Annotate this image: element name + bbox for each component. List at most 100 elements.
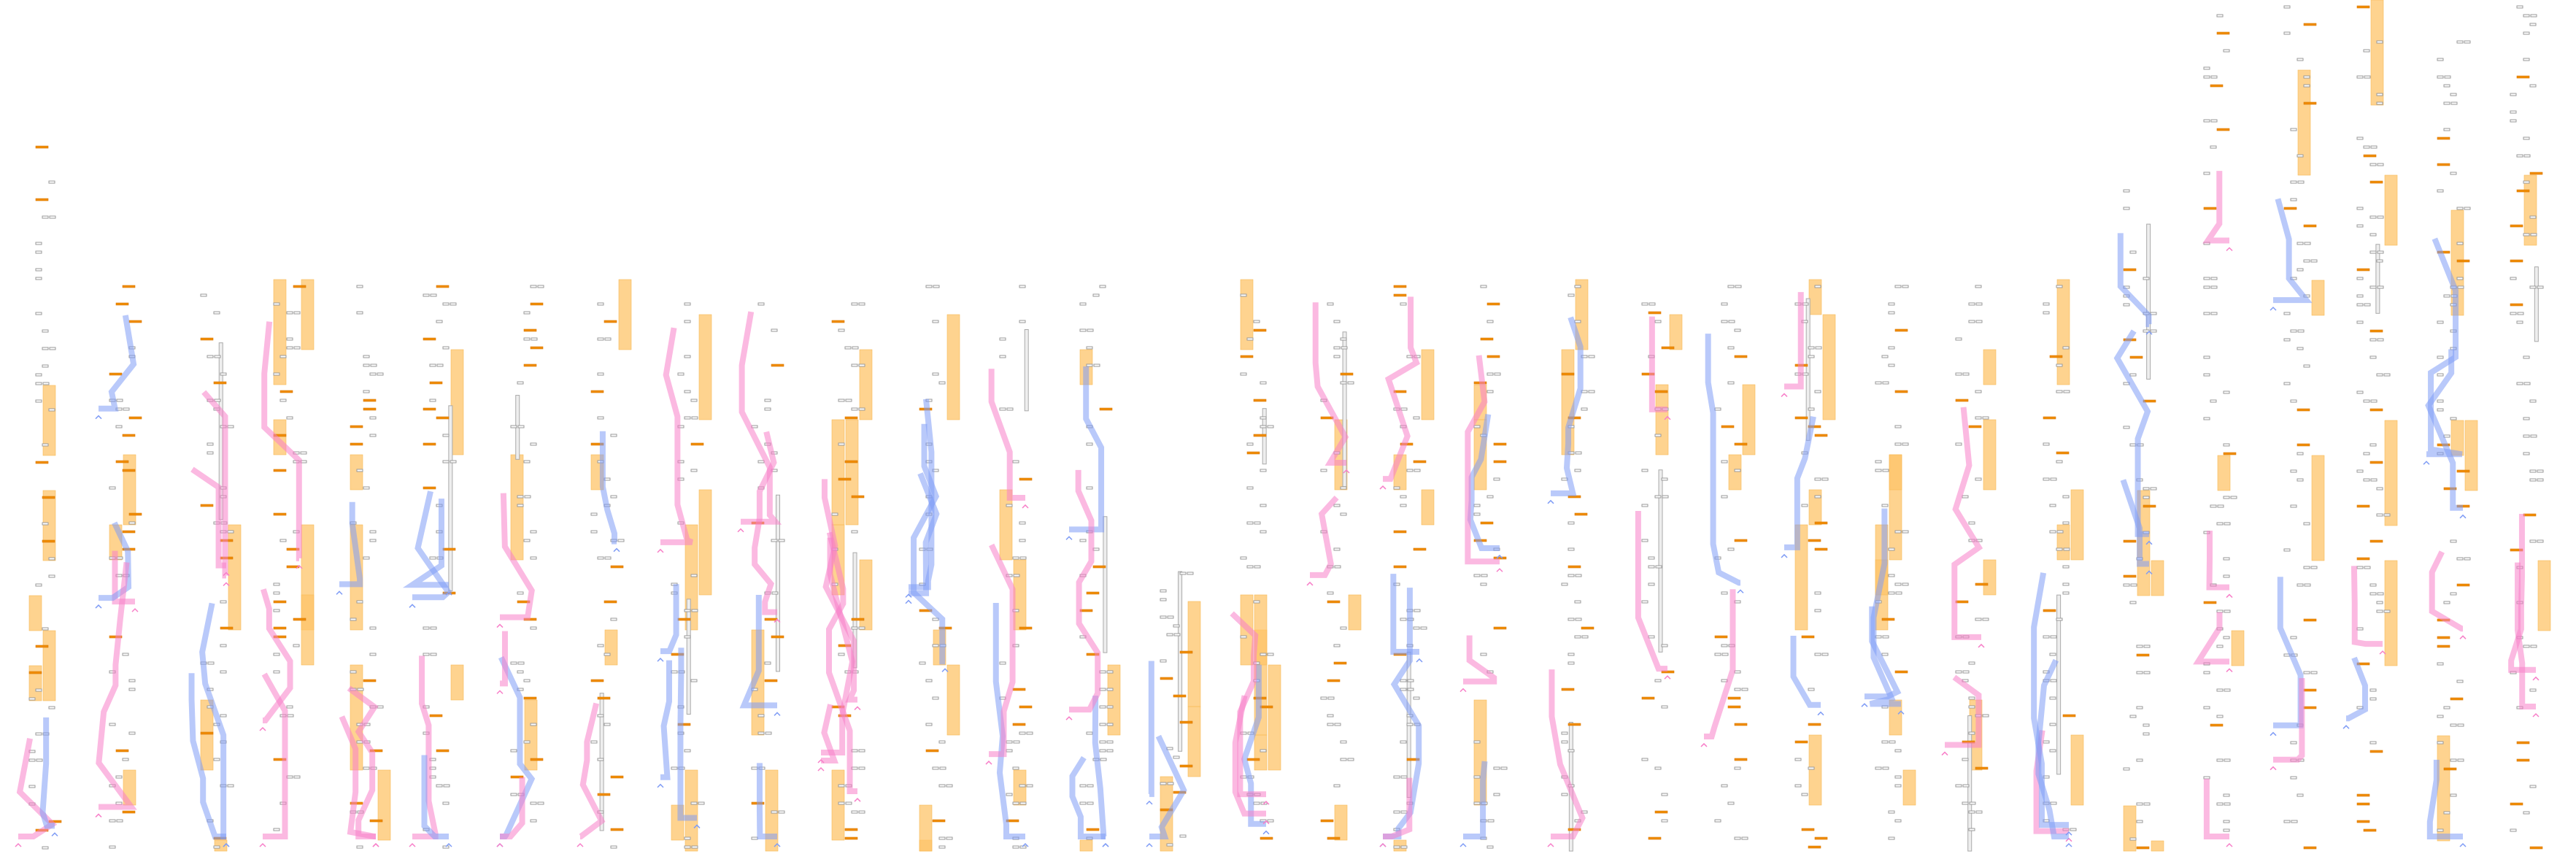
gray-cell bbox=[2143, 732, 2150, 736]
gray-cell bbox=[2049, 653, 2056, 656]
track-line bbox=[2425, 349, 2463, 511]
orange-block bbox=[946, 314, 960, 420]
gray-cell bbox=[1093, 363, 1100, 367]
gray-cell bbox=[2377, 592, 2384, 596]
track-line bbox=[2426, 237, 2463, 458]
gray-cell bbox=[1968, 521, 1975, 525]
gray-cell bbox=[2457, 723, 2464, 727]
gray-cell bbox=[1641, 302, 1648, 306]
gray-cell bbox=[1019, 320, 1026, 323]
gray-cell bbox=[1166, 633, 1173, 636]
track-line bbox=[825, 531, 857, 795]
orange-dash bbox=[523, 328, 537, 332]
gray-cell bbox=[1246, 565, 1254, 569]
gray-cell bbox=[517, 425, 525, 428]
gray-cell bbox=[1260, 530, 1267, 534]
gray-cell bbox=[1654, 679, 1662, 682]
orange-dash bbox=[523, 696, 537, 700]
orange-dash bbox=[1794, 416, 1808, 420]
gray-cell bbox=[1012, 845, 1019, 849]
track-line bbox=[2515, 562, 2536, 710]
gray-cell bbox=[671, 766, 678, 770]
gray-cell bbox=[946, 836, 953, 840]
gray-cell bbox=[1561, 740, 1568, 744]
gray-cell bbox=[1888, 302, 1895, 306]
gray-cell bbox=[2050, 635, 2057, 639]
gray-cell bbox=[1962, 495, 1969, 499]
gray-cell bbox=[35, 399, 42, 403]
orange-dash bbox=[1654, 390, 1668, 393]
gray-cell bbox=[677, 372, 685, 376]
gray-cell bbox=[838, 399, 845, 402]
gray-cell bbox=[2283, 312, 2291, 315]
track-line bbox=[1149, 734, 1187, 839]
gray-cell bbox=[2510, 277, 2517, 280]
gray-cell bbox=[1814, 285, 1821, 288]
gray-cell bbox=[2223, 443, 2230, 447]
caret-up-icon bbox=[1781, 393, 1788, 397]
gray-cell bbox=[1099, 749, 1106, 753]
orange-block bbox=[123, 454, 136, 526]
gray-cell bbox=[35, 583, 42, 587]
track-line bbox=[1310, 495, 1339, 578]
gray-cell bbox=[517, 504, 524, 507]
caret-up-icon bbox=[1065, 536, 1073, 540]
gray-cell bbox=[1019, 801, 1027, 805]
caret-up-icon bbox=[905, 593, 912, 598]
gray-cell bbox=[764, 407, 771, 411]
gray-cell bbox=[2143, 723, 2150, 727]
orange-dash bbox=[1727, 696, 1741, 700]
caret-up-icon bbox=[774, 712, 781, 716]
orange-block bbox=[2370, 0, 2384, 106]
gray-cell bbox=[932, 644, 939, 647]
gray-cell bbox=[220, 372, 227, 376]
gray-cell bbox=[1648, 582, 1655, 586]
caret-up-icon bbox=[657, 548, 664, 553]
orange-dash bbox=[122, 285, 136, 288]
orange-block bbox=[2151, 840, 2164, 852]
gray-cell bbox=[691, 416, 698, 420]
gray-cell bbox=[2136, 706, 2143, 709]
gray-cell bbox=[523, 311, 531, 315]
gray-cell bbox=[35, 382, 42, 385]
gray-cell bbox=[220, 714, 227, 718]
gray-cell bbox=[2129, 715, 2137, 718]
orange-dash bbox=[2369, 329, 2383, 333]
gray-cell bbox=[2216, 609, 2224, 613]
orange-dash bbox=[35, 461, 49, 464]
orange-dash bbox=[844, 828, 858, 831]
gray-cell bbox=[1808, 766, 1815, 770]
gray-cell bbox=[2376, 601, 2383, 604]
orange-dash bbox=[273, 626, 287, 630]
gray-cell bbox=[852, 346, 859, 350]
orange-dash bbox=[1260, 705, 1273, 709]
orange-block bbox=[685, 769, 698, 852]
orange-block bbox=[1655, 384, 1669, 455]
gray-cell bbox=[450, 302, 457, 306]
orange-dash bbox=[1160, 677, 1173, 680]
gray-cell bbox=[610, 845, 617, 849]
gray-cell bbox=[938, 381, 946, 385]
orange-block bbox=[1808, 734, 1822, 806]
orange-block bbox=[2437, 735, 2450, 842]
gray-cell bbox=[1333, 547, 1341, 551]
gray-cell bbox=[2523, 136, 2530, 140]
gray-bar bbox=[1967, 715, 1973, 852]
gray-cell bbox=[1400, 618, 1407, 621]
gray-cell bbox=[1406, 723, 1414, 726]
orange-block bbox=[1728, 454, 1742, 491]
track-line bbox=[1069, 755, 1106, 839]
gray-cell bbox=[1882, 381, 1889, 385]
gray-cell bbox=[1086, 731, 1093, 735]
gray-cell bbox=[1106, 723, 1114, 726]
gray-cell bbox=[2290, 469, 2297, 473]
gray-cell bbox=[1661, 793, 1668, 796]
gray-cell bbox=[2356, 469, 2364, 473]
gray-cell bbox=[510, 661, 517, 665]
orange-dash bbox=[1808, 845, 1821, 849]
gray-cell bbox=[2056, 618, 2063, 621]
gray-cell bbox=[1902, 582, 1909, 586]
gray-cell bbox=[1340, 486, 1347, 490]
orange-dash bbox=[436, 416, 450, 420]
gray-cell bbox=[1019, 784, 1026, 788]
